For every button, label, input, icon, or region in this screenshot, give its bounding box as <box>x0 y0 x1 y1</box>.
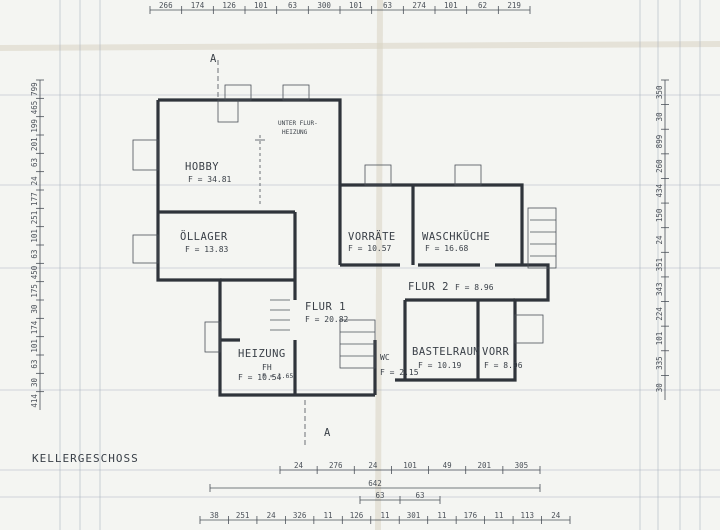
dim-left-value: 63 <box>30 158 39 167</box>
dim-bottom-outer-value: 176 <box>464 511 478 520</box>
dim-top-value: 101 <box>349 1 363 10</box>
dim-bottom-outer-value: 301 <box>407 511 421 520</box>
room-area-flur-2: F = 8.96 <box>455 283 494 292</box>
room-area-vorr: F = 8.96 <box>484 361 523 370</box>
dim-top-value: 101 <box>254 1 268 10</box>
room-area-oellager: F = 13.83 <box>185 245 229 254</box>
dim-bottom-outer-value: 11 <box>380 511 389 520</box>
dim-top-value: 174 <box>191 1 205 10</box>
dim-right-value: 30 <box>655 383 664 393</box>
dim-right-value: 351 <box>655 258 664 272</box>
dim-left-value: 414 <box>30 394 39 408</box>
label-fh-area: F = 1.65 <box>262 372 293 380</box>
room-area-hobby: F = 34.81 <box>188 175 232 184</box>
dim-left-value: 465 <box>30 101 39 115</box>
dim-left-value: 174 <box>30 320 39 334</box>
dim-right-value: 260 <box>655 159 664 173</box>
room-name-flur-2: FLUR 2 <box>408 281 449 293</box>
room-name-flur-1: FLUR 1 <box>305 301 346 313</box>
dim-bottom-inner-value: 101 <box>403 461 417 470</box>
dim-bottom-outer-value: 11 <box>437 511 446 520</box>
note-line-2: HEIZUNG <box>282 129 308 136</box>
dim-left-value: 450 <box>30 265 39 279</box>
dim-bottom-outer-value: 251 <box>236 511 250 520</box>
dim-right-value: 150 <box>655 208 664 222</box>
dim-bottom-inner-value: 24 <box>294 461 304 470</box>
details <box>132 60 557 445</box>
room-area-heizung: F = 10.54 <box>238 373 282 382</box>
room-area-wc: F = 2.15 <box>380 368 419 377</box>
room-area-flur-1: F = 20.82 <box>305 315 349 324</box>
label-fh: FH <box>262 363 272 372</box>
room-name-vorr: VORR <box>482 346 509 358</box>
dim-bottom-inner-value: 305 <box>515 461 529 470</box>
dim-bottom-outer-value: 126 <box>350 511 364 520</box>
dim-top-value: 126 <box>222 1 236 10</box>
dim-left-value: 101 <box>30 229 39 243</box>
dim-left-value: 175 <box>30 284 39 298</box>
dim-left-value: 251 <box>30 211 39 225</box>
room-name-vorraete: VORRÄTE <box>348 230 396 243</box>
dim-bottom-outer-value: 326 <box>293 511 307 520</box>
dim-left-value: 799 <box>30 82 39 96</box>
plan-title: KELLERGESCHOSS <box>32 452 139 465</box>
dim-right-value: 101 <box>655 332 664 346</box>
dim-left-value: 24 <box>30 176 39 186</box>
dim-left-value: 30 <box>30 378 39 388</box>
dim-right-value: 343 <box>655 282 664 296</box>
room-name-oellager: ÖLLAGER <box>180 230 228 243</box>
room-area-bastelraum: F = 10.19 <box>418 361 462 370</box>
dim-top-value: 62 <box>478 1 487 10</box>
dim-right-value: 335 <box>655 356 664 370</box>
room-name-waschkueche: WASCHKÜCHE <box>422 230 490 243</box>
dim-left-value: 63 <box>30 360 39 369</box>
section-mark-bottom: A <box>324 427 331 439</box>
dim-left-value: 63 <box>30 250 39 259</box>
dim-right-value: 434 <box>655 184 664 198</box>
dim-top-value: 63 <box>288 1 297 10</box>
dim-left-value: 101 <box>30 339 39 353</box>
dim-bottom-outer-value: 24 <box>267 511 277 520</box>
room-name-bastelraum: BASTELRAUM <box>412 346 480 358</box>
room-name-hobby: HOBBY <box>185 161 219 173</box>
dim-right-value: 899 <box>655 135 664 149</box>
dim-bottom-mid-value: 642 <box>368 479 382 488</box>
dim-top-value: 63 <box>383 1 392 10</box>
dim-bottom-inner-value: 24 <box>368 461 378 470</box>
dim-top-value: 101 <box>444 1 458 10</box>
walls <box>156 98 550 397</box>
room-name-wc: WC <box>380 353 390 362</box>
dim-left-value: 201 <box>30 137 39 151</box>
room-area-vorraete: F = 10.57 <box>348 244 392 253</box>
dim-right-value: 24 <box>655 235 664 245</box>
dim-bottom-outer-value: 24 <box>551 511 561 520</box>
dim-bottom-outer-value: 11 <box>324 511 333 520</box>
dim-left-value: 30 <box>30 304 39 314</box>
dim-bottom-outer-value: 38 <box>210 511 220 520</box>
dim-bottom-inner-value: 49 <box>443 461 452 470</box>
note-line-1: UNTER FLUR- <box>278 120 318 127</box>
room-area-waschkueche: F = 16.68 <box>425 244 469 253</box>
dim-top-value: 300 <box>317 1 331 10</box>
dim-bottom-sub-value: 63 <box>415 491 424 500</box>
dim-top-value: 266 <box>159 1 173 10</box>
dim-bottom-inner-value: 276 <box>329 461 343 470</box>
dim-left-value: 177 <box>30 192 39 206</box>
dim-bottom-sub-value: 63 <box>375 491 384 500</box>
dim-right-value: 350 <box>655 85 664 99</box>
dim-top-value: 274 <box>412 1 426 10</box>
dim-right-value: 30 <box>655 112 664 122</box>
dim-top-value: 219 <box>507 1 521 10</box>
dim-bottom-outer-value: 11 <box>494 511 503 520</box>
dim-left-value: 199 <box>30 119 39 133</box>
section-mark-top: A <box>210 53 217 65</box>
dimension-chains: 266 174 126 101 63 300 101 63 274 101 62 219 24 276 24… <box>30 1 669 524</box>
dim-bottom-outer-value: 113 <box>521 511 535 520</box>
dim-right-value: 224 <box>655 307 664 321</box>
room-name-heizung: HEIZUNG <box>238 348 286 360</box>
dim-bottom-inner-value: 201 <box>478 461 492 470</box>
